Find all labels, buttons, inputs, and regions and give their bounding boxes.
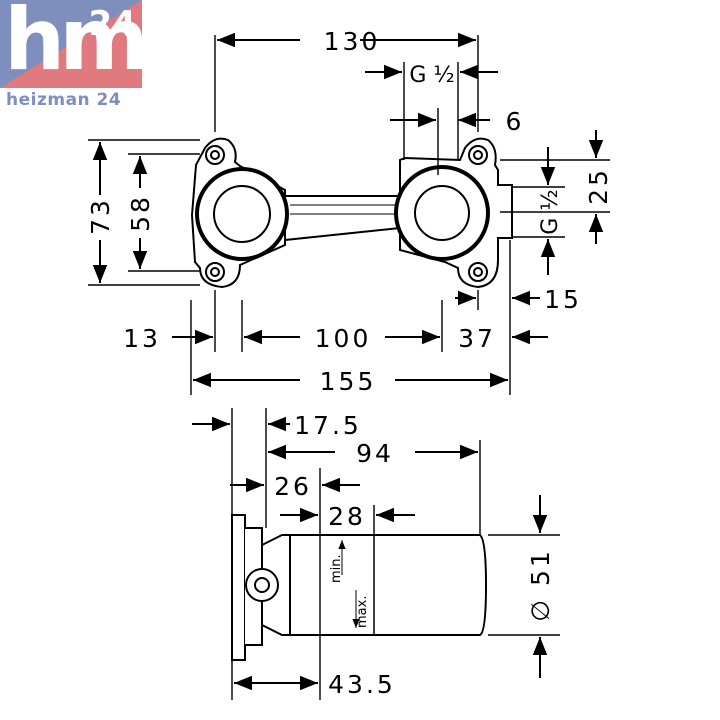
dim-g-side: G ½ xyxy=(538,189,563,234)
side-body xyxy=(231,514,488,661)
top-extension-lines xyxy=(88,35,610,395)
side-extension-lines xyxy=(231,408,560,700)
dim-17-5: 17.5 xyxy=(294,411,362,440)
dim-94: 94 xyxy=(356,439,394,468)
heizman24-logo: hm 24 heizman 24 xyxy=(0,0,149,113)
dim-13: 13 xyxy=(123,324,161,353)
left-mounting-plate xyxy=(190,137,289,289)
logo-number: 24 xyxy=(88,4,136,44)
dim-25: 25 xyxy=(584,167,613,205)
logo-mark: hm xyxy=(4,0,149,90)
dim-43-5: 43.5 xyxy=(328,670,396,699)
top-view xyxy=(88,32,610,395)
logo-diagonal xyxy=(0,0,142,88)
dim-28: 28 xyxy=(328,502,366,531)
dim-73: 73 xyxy=(86,197,115,235)
dim-155: 155 xyxy=(320,367,377,396)
logo-brand: heizman 24 xyxy=(6,90,122,110)
min-label: min. xyxy=(329,554,344,583)
dim-51: ∅ 51 xyxy=(526,548,555,622)
right-mounting-plate xyxy=(394,137,513,289)
dim-26: 26 xyxy=(274,472,312,501)
dim-37: 37 xyxy=(458,324,496,353)
max-label: max. xyxy=(355,596,370,628)
side-view xyxy=(192,408,560,700)
dim-6: 6 xyxy=(506,107,525,136)
dim-58: 58 xyxy=(126,194,155,232)
dim-15: 15 xyxy=(544,285,582,314)
dim-130: 130 xyxy=(324,27,381,56)
dim-g-top: G ½ xyxy=(409,63,454,88)
dim-100: 100 xyxy=(315,324,372,353)
